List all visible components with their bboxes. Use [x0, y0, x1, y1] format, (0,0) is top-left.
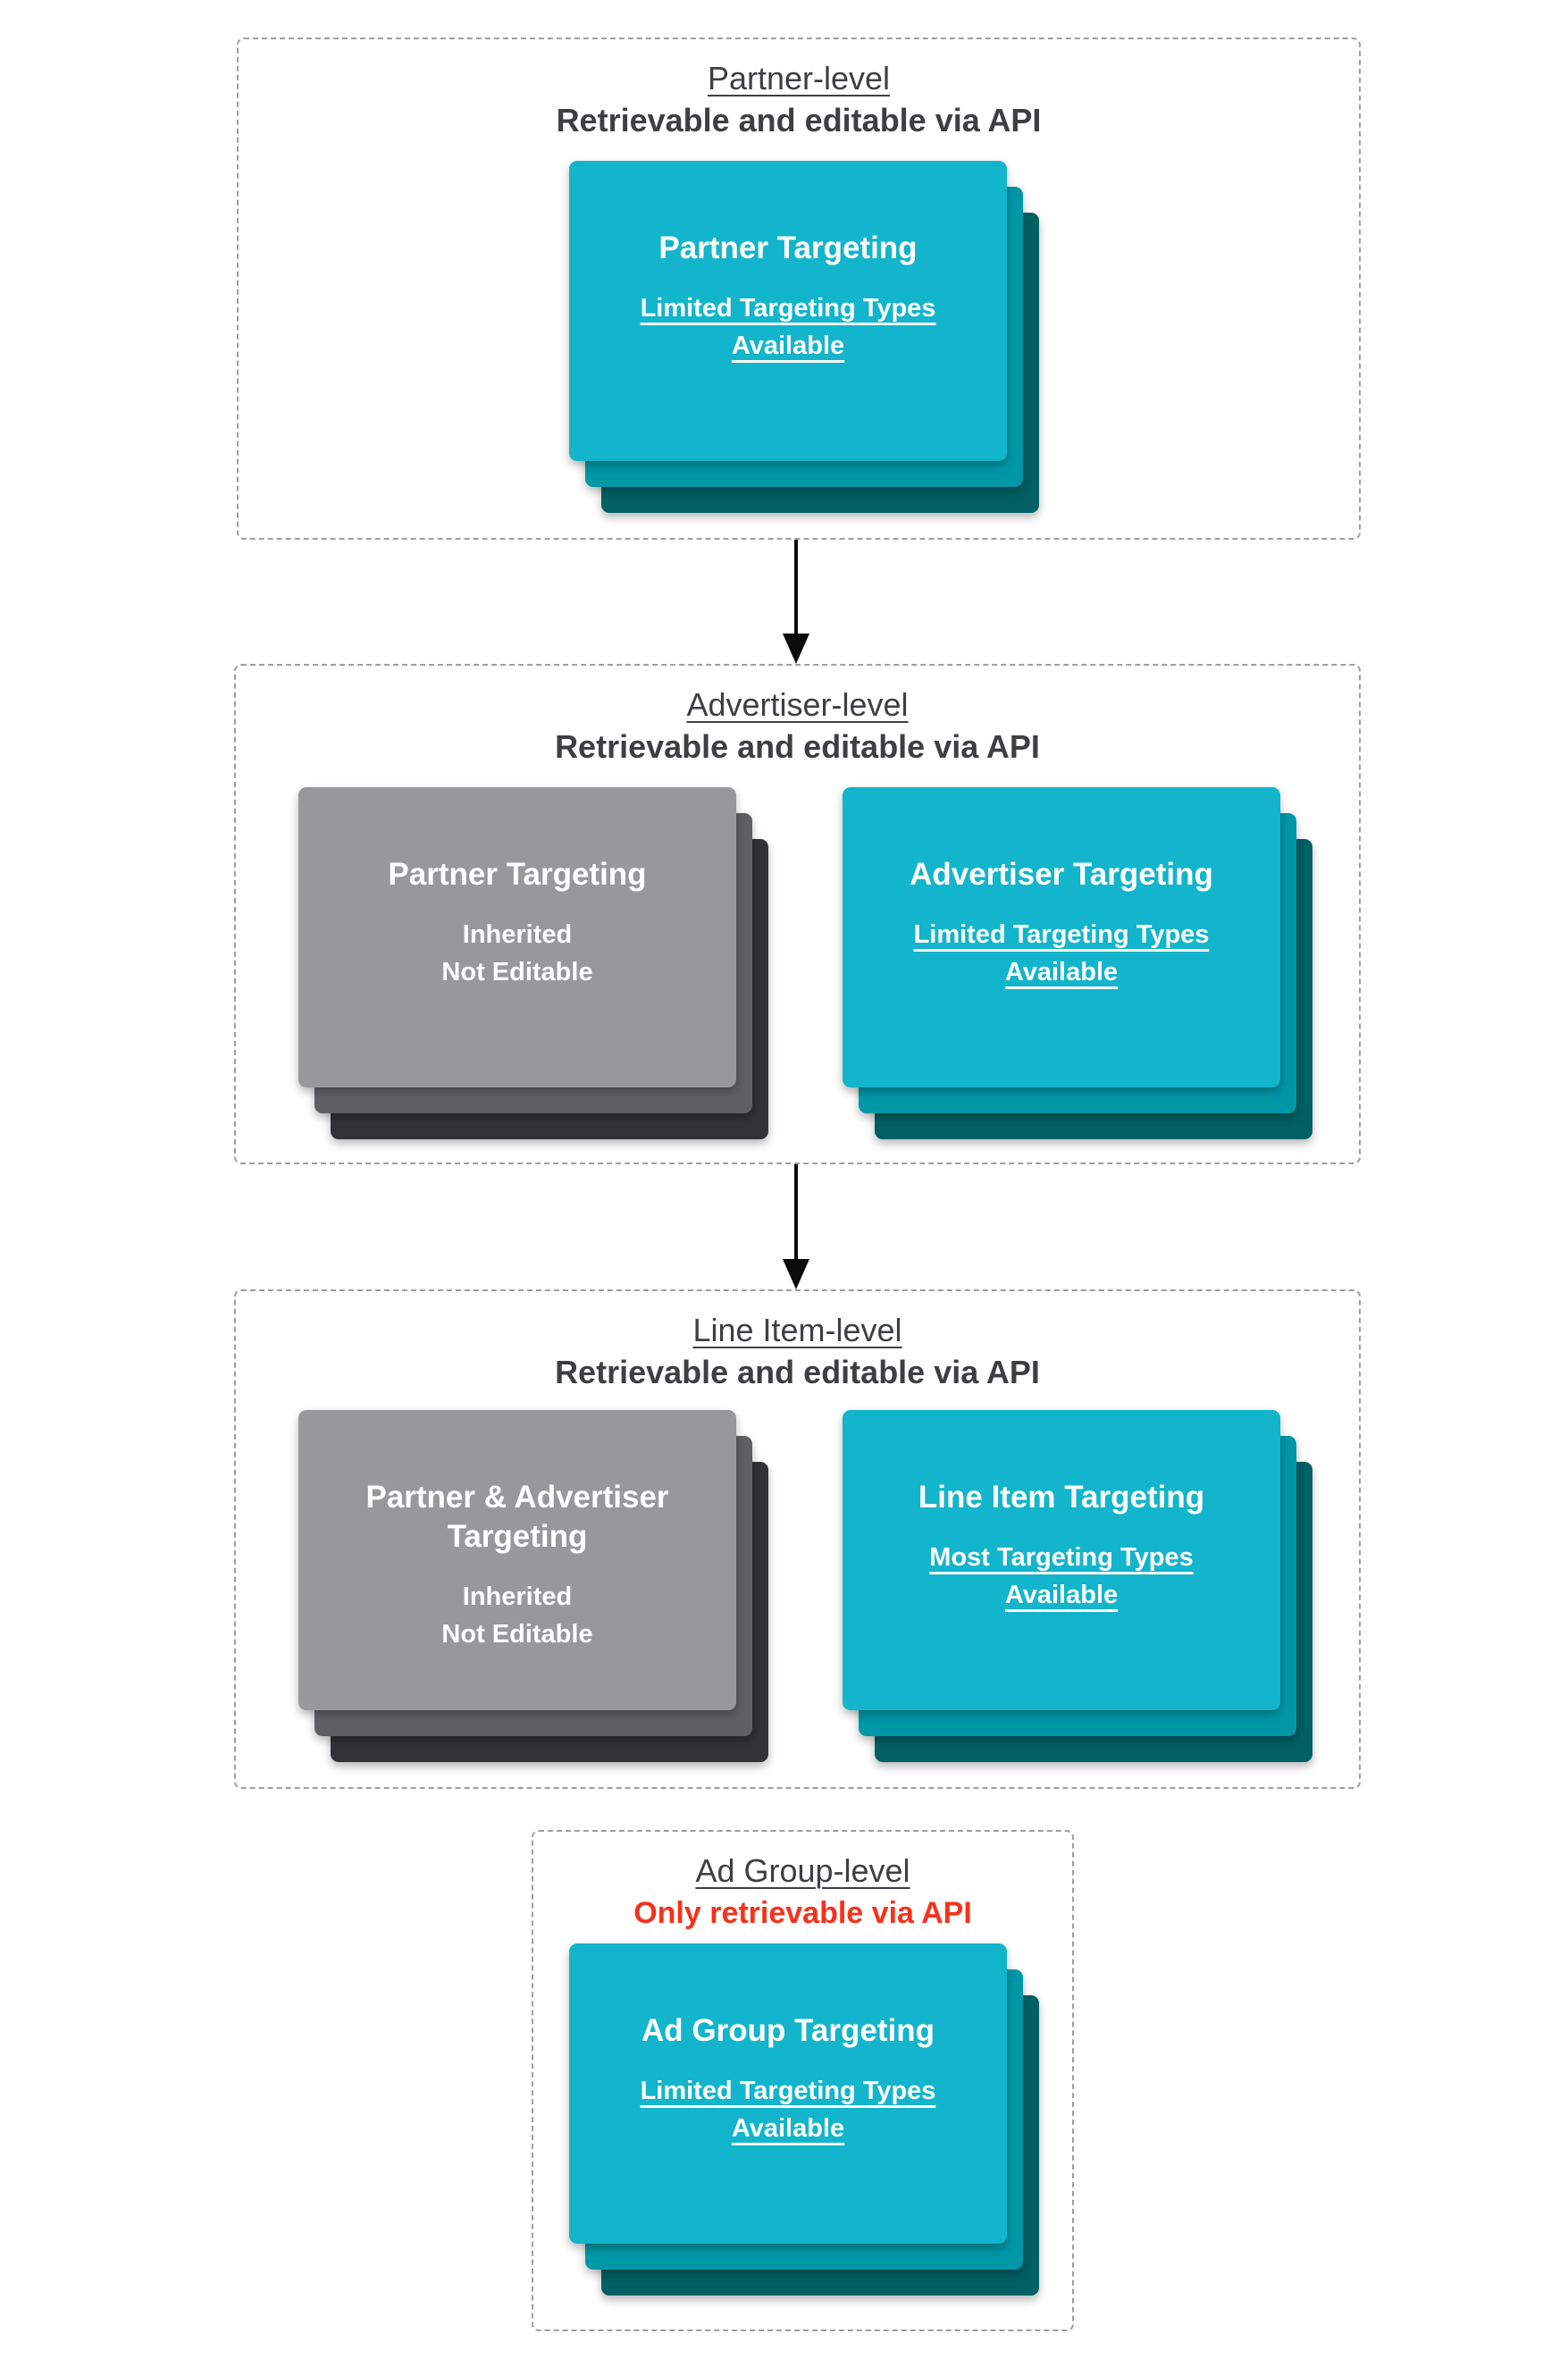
card-stack: Partner & Advertiser Targeting Inherited… [298, 1410, 768, 1762]
card-title: Partner Targeting [298, 855, 736, 894]
section-level-title: Advertiser-level [686, 686, 909, 723]
card-body-line: Most Targeting Types [929, 1543, 1194, 1572]
card-title-line: Advertiser Targeting [910, 857, 1213, 892]
card-stack: Partner Targeting Limited Targeting Type… [569, 161, 1039, 513]
card-stack: Partner Targeting Inherited Not Editable [298, 787, 768, 1139]
advertiser-level-section: Advertiser-level Retrievable and editabl… [234, 664, 1361, 1164]
card-title-line: Targeting [447, 1519, 588, 1554]
section-level-title: Ad Group-level [695, 1852, 910, 1889]
card-body: Inherited Not Editable [298, 916, 736, 991]
card-body-line: Available [731, 332, 845, 360]
card-body-line: Inherited [462, 1582, 573, 1611]
card-body: Limited Targeting Types Available [843, 916, 1280, 991]
arrow-down-icon [783, 1164, 809, 1289]
card-body-line: Limited Targeting Types [640, 294, 936, 323]
card-body-line: Limited Targeting Types [640, 2077, 936, 2105]
card-title: Partner Targeting [569, 229, 1007, 268]
card-title-line: Ad Group Targeting [641, 2013, 935, 2048]
section-api-note: Only retrievable via API [633, 1896, 972, 1930]
card-body-line: Not Editable [441, 1620, 593, 1649]
partner-level-section: Partner-level Retrievable and editable v… [237, 38, 1361, 540]
section-api-note: Retrievable and editable via API [556, 102, 1042, 138]
card-front: Ad Group Targeting Limited Targeting Typ… [569, 1943, 1007, 2244]
card-body-line: Inherited [462, 920, 573, 949]
arrow-shaft [794, 1164, 798, 1259]
card-front: Advertiser Targeting Limited Targeting T… [843, 787, 1280, 1087]
card-title-line: Partner & Advertiser [365, 1480, 669, 1515]
card-body: Limited Targeting Types Available [569, 2072, 1007, 2147]
arrow-down-icon [783, 540, 809, 664]
card-front: Line Item Targeting Most Targeting Types… [843, 1410, 1280, 1710]
card-body-line: Available [1004, 958, 1119, 986]
card-title-line: Line Item Targeting [918, 1480, 1205, 1515]
section-api-note: Retrievable and editable via API [555, 1354, 1040, 1390]
card-front: Partner Targeting Inherited Not Editable [298, 787, 736, 1087]
card-body-line: Limited Targeting Types [913, 920, 1210, 949]
line-item-level-section: Line Item-level Retrievable and editable… [234, 1289, 1361, 1789]
card-stack: Line Item Targeting Most Targeting Types… [843, 1410, 1312, 1762]
card-front: Partner & Advertiser Targeting Inherited… [298, 1410, 736, 1710]
card-body-line: Not Editable [441, 958, 593, 986]
arrow-head [783, 1259, 809, 1289]
card-stack: Advertiser Targeting Limited Targeting T… [843, 787, 1312, 1139]
arrow-head [783, 634, 809, 664]
card-body: Inherited Not Editable [298, 1578, 736, 1653]
card-body-line: Available [731, 2114, 845, 2143]
arrow-shaft [794, 540, 798, 634]
card-title: Partner & Advertiser Targeting [298, 1478, 736, 1557]
ad-group-level-section: Ad Group-level Only retrievable via API … [532, 1830, 1074, 2331]
card-title-line: Partner Targeting [658, 231, 918, 265]
card-body: Limited Targeting Types Available [569, 290, 1007, 365]
card-front: Partner Targeting Limited Targeting Type… [569, 161, 1007, 461]
card-stack: Ad Group Targeting Limited Targeting Typ… [569, 1943, 1039, 2296]
section-api-note: Retrievable and editable via API [555, 728, 1040, 765]
card-body: Most Targeting Types Available [843, 1539, 1280, 1614]
section-level-title: Partner-level [707, 60, 891, 97]
section-level-title: Line Item-level [692, 1312, 902, 1348]
card-title: Line Item Targeting [843, 1478, 1280, 1517]
card-title-line: Partner Targeting [388, 857, 647, 892]
card-title: Advertiser Targeting [843, 855, 1280, 894]
card-title: Ad Group Targeting [569, 2011, 1007, 2051]
card-body-line: Available [1004, 1581, 1119, 1609]
